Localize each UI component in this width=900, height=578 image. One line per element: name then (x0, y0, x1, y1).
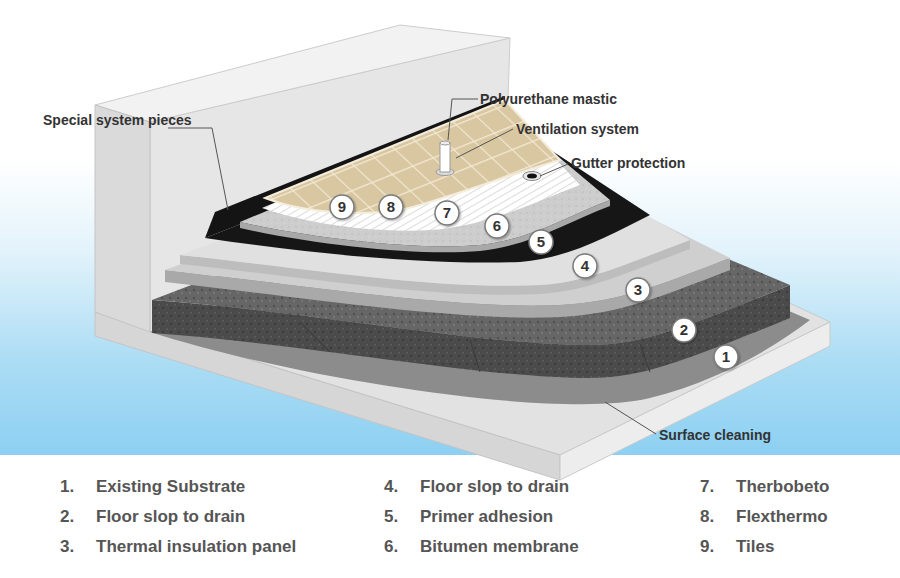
callout-number: 2 (680, 322, 688, 338)
leader-lines (168, 99, 656, 434)
list-number: 9. (700, 537, 714, 557)
callout-circles (330, 195, 738, 369)
callout-circle (714, 345, 738, 369)
list-text: Floor slop to drain (96, 507, 245, 527)
list-text: Tiles (736, 537, 774, 557)
part-label: Special system pieces (43, 112, 192, 128)
callout-circle (330, 195, 354, 219)
list-text: Therbobeto (736, 477, 830, 497)
list-number: 6. (384, 537, 398, 557)
leader-line (456, 129, 513, 158)
tile-layer (265, 100, 560, 213)
part-label: Gutter protection (571, 155, 685, 171)
wall-end (95, 105, 150, 332)
list-text: Thermal insulation panel (96, 537, 296, 557)
part-label: Ventilation system (516, 121, 639, 137)
callout-circle (626, 278, 650, 302)
callout-number: 7 (443, 205, 451, 221)
list-text: Primer adhesion (420, 507, 553, 527)
callout-circle (672, 318, 696, 342)
list-number: 2. (60, 507, 74, 527)
callout-number: 3 (634, 282, 642, 298)
leader-line (540, 164, 568, 176)
list-text: Flexthermo (736, 507, 828, 527)
leader-line (168, 128, 228, 210)
wall-top (95, 25, 510, 122)
callout-circle (573, 254, 597, 278)
callout-number: 5 (537, 234, 545, 250)
block-joints (300, 322, 650, 372)
list-text: Existing Substrate (96, 477, 245, 497)
callout-number: 6 (493, 218, 501, 234)
part-label: Polyurethane mastic (480, 91, 617, 107)
part-label: Surface cleaning (659, 427, 771, 443)
legend-panel (0, 455, 900, 578)
list-text: Floor slop to drain (420, 477, 569, 497)
callout-circle (529, 230, 553, 254)
list-number: 1. (60, 477, 74, 497)
list-number: 3. (60, 537, 74, 557)
callout-number: 9 (338, 199, 346, 215)
callout-number: 1 (722, 349, 730, 365)
callout-number: 8 (387, 199, 395, 215)
callout-circle (485, 214, 509, 238)
list-number: 4. (384, 477, 398, 497)
list-number: 5. (384, 507, 398, 527)
pipe-top (440, 141, 450, 145)
ventilation-pipe (440, 143, 450, 172)
callout-circle (379, 195, 403, 219)
list-number: 7. (700, 477, 714, 497)
list-text: Bitumen membrane (420, 537, 579, 557)
callout-circle (435, 201, 459, 225)
callout-number: 4 (581, 258, 589, 274)
leader-line (605, 402, 656, 434)
gutter-drain (527, 174, 537, 179)
sky-background (0, 0, 900, 455)
leader-line (448, 99, 478, 140)
gutter-ring (523, 172, 541, 181)
list-number: 8. (700, 507, 714, 527)
